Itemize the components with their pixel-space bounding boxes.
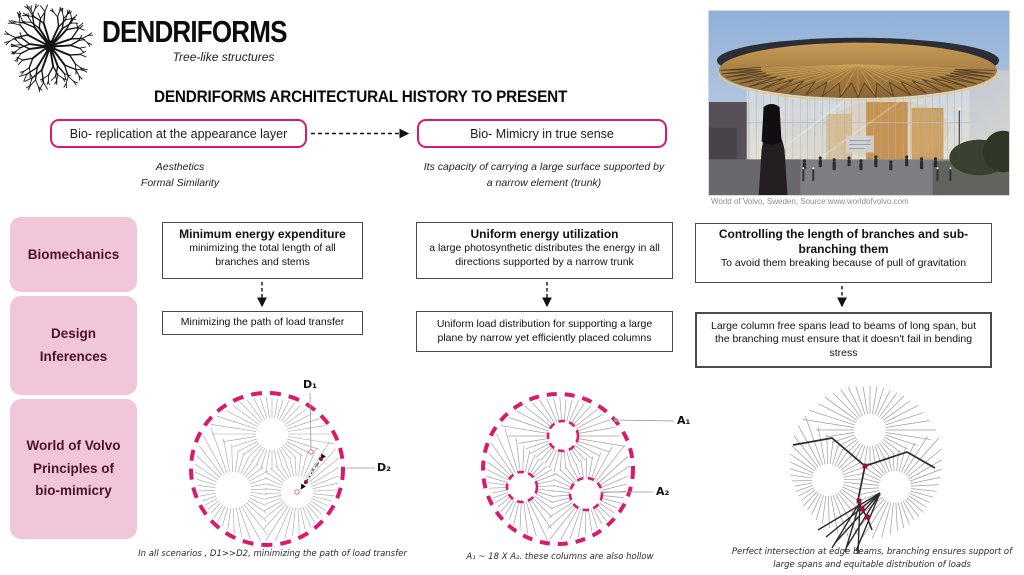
dendrite-starburst-icon [3,3,93,92]
label-a2: A₂ [656,485,670,498]
box-title: Controlling the length of branches and s… [718,227,969,256]
logo-title: DENDRIFORMS [102,14,287,49]
sidebar-label: Design Inferences [39,325,108,364]
sidebar-label: World of Volvo Principles of bio-mimicry [26,437,121,499]
sidebar-label: Biomechanics [27,247,120,262]
biomechanics-box-3: Controlling the length of branches and s… [695,223,992,283]
diagram-caption-3: Perfect intersection at edge beams, bran… [731,547,1013,570]
world-of-volvo-photo [708,10,1010,196]
logo-subtitle: Tree-like structures [172,50,275,64]
sidebar-item-world-of-volvo-principles: World of Volvo Principles of bio-mimicry [10,399,137,539]
box-title: Uniform energy utilization [470,227,619,241]
flow-box-bio-mimicry: Bio- Mimicry in true sense [417,119,667,148]
flow-note-left: Aesthetics Formal Similarity [100,160,260,192]
box-body: a large photosynthetic distributes the e… [429,242,660,268]
diagram-caption-1: In all scenarios , D1>>D2, minimizing th… [138,549,407,559]
label-a1: A₁ [677,414,691,427]
biomechanics-box-2: Uniform energy utilization a large photo… [416,222,673,279]
diagram-branching-intersection [789,386,942,555]
sidebar-item-biomechanics: Biomechanics [10,217,137,292]
diagram-hollow-columns [481,392,675,546]
biomechanics-box-1: Minimum energy expenditure minimizing th… [162,222,363,279]
note-aesthetics: Aesthetics [155,161,205,173]
world-of-volvo-illustration [709,11,1009,195]
page-title: DENDRIFORMS ARCHITECTURAL HISTORY TO PRE… [154,87,568,106]
flow-note-right: Its capacity of carrying a large surface… [423,161,665,189]
sidebar-item-design-inferences: Design Inferences [10,296,137,395]
box-body: minimizing the total length of all branc… [189,242,336,268]
design-inference-box-2: Uniform load distribution for supporting… [416,311,673,352]
note-formal-similarity: Formal Similarity [140,176,220,189]
label-d1: D₁ [303,378,317,391]
box-body: To avoid them breaking because of pull o… [720,257,967,269]
diagram-load-transfer [189,391,375,547]
box-title: Minimum energy expenditure [179,227,346,241]
design-inference-box-1: Minimizing the path of load transfer [162,311,363,335]
photo-caption: World of Volvo, Sweden, Source:www.world… [711,197,909,206]
diagram-caption-2: A₁ ~ 18 X A₂. these columns are also hol… [466,552,654,562]
design-inference-box-3: Large column free spans lead to beams of… [695,312,992,368]
label-d2: D₂ [377,461,391,474]
flow-box-bio-replication: Bio- replication at the appearance layer [50,119,307,148]
